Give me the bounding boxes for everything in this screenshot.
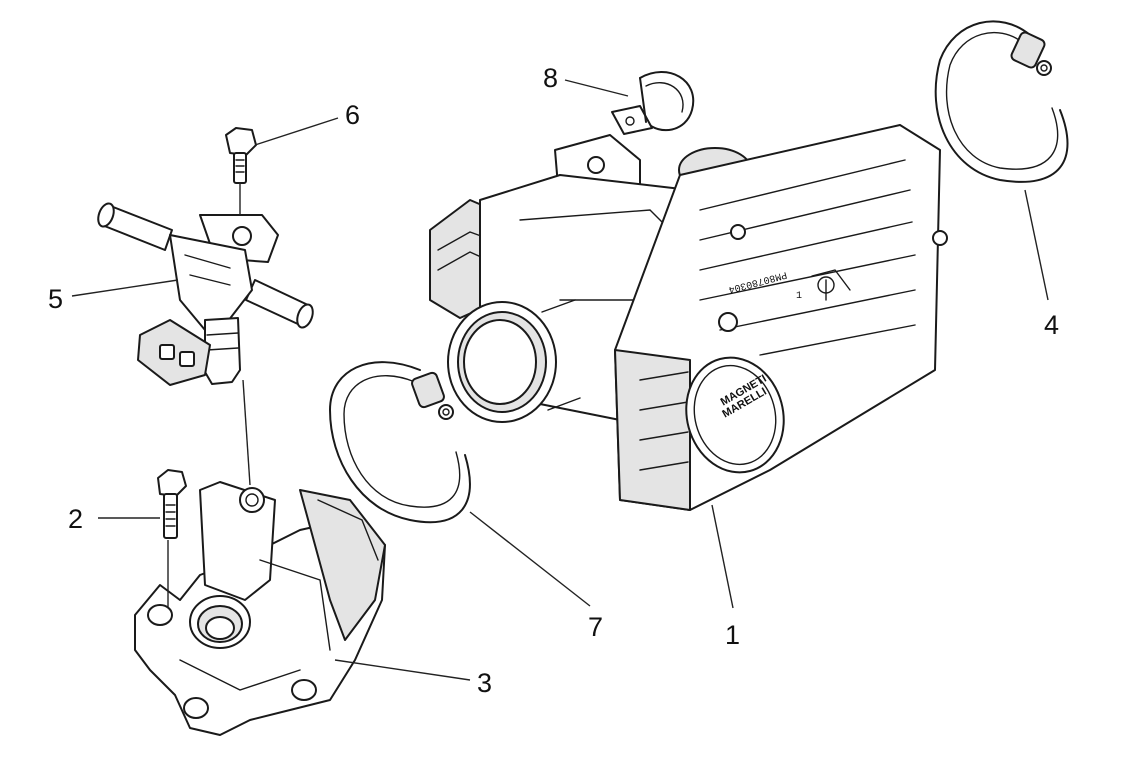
part-2-bolt [157, 469, 187, 539]
leader-6 [254, 117, 339, 146]
leader-1 [711, 504, 734, 609]
part-4-hose-clamp [934, 20, 1069, 183]
callout-labels: 1 2 3 4 5 6 7 8 [48, 63, 1059, 698]
callout-8: 8 [543, 63, 558, 93]
callout-1: 1 [725, 620, 740, 650]
leader-8 [564, 79, 629, 97]
leader-4 [1024, 189, 1049, 301]
marker-label: 1 [796, 291, 802, 302]
part-6-bolt [225, 127, 257, 184]
part-8-bracket-clamp [611, 71, 695, 135]
callout-2: 2 [68, 504, 83, 534]
callout-4: 4 [1044, 310, 1059, 340]
leader-7 [469, 511, 591, 607]
callout-7: 7 [588, 612, 603, 642]
leader-lines [71, 79, 1049, 681]
part-5-fuel-injector [97, 202, 314, 386]
callout-3: 3 [477, 668, 492, 698]
part-1-throttle-body: MAGNETI MARELLI PM80780304 1 [429, 124, 948, 511]
axis-injector-to-manifold [242, 379, 251, 486]
part-7-hose-clamp [329, 361, 471, 524]
callout-5: 5 [48, 284, 63, 314]
leader-3 [334, 659, 471, 681]
leader-5 [71, 279, 179, 297]
part-3-intake-manifold [134, 481, 386, 736]
callout-6: 6 [345, 100, 360, 130]
